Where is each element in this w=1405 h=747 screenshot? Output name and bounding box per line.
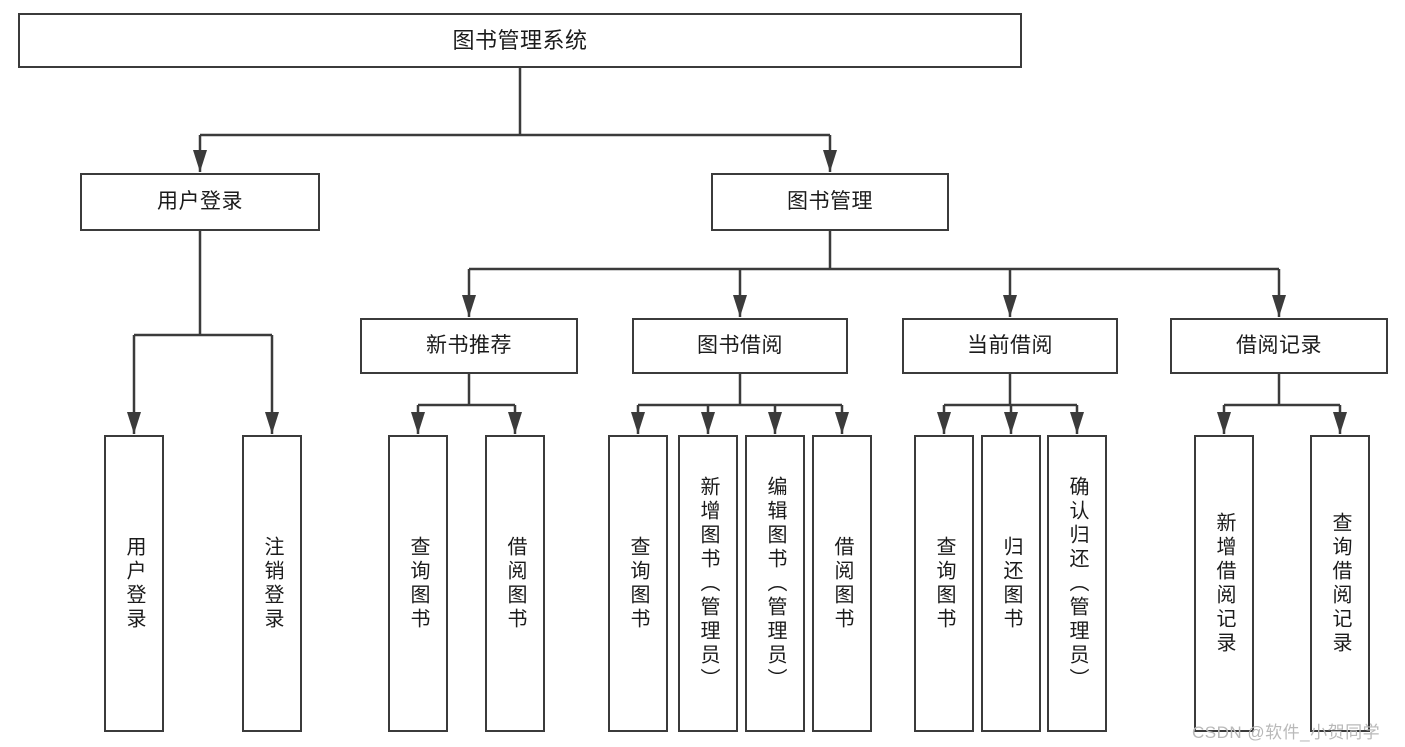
node-leaf-4[interactable]: 借阅图书 bbox=[485, 435, 545, 732]
node-newbook[interactable]: 新书推荐 bbox=[360, 318, 578, 374]
node-leaf-6[interactable]: 新增图书（管理员） bbox=[678, 435, 738, 732]
node-leaf-9[interactable]: 查询图书 bbox=[914, 435, 974, 732]
node-label: 编辑图书（管理员） bbox=[764, 475, 786, 692]
node-bookmgmt[interactable]: 图书管理 bbox=[711, 173, 949, 231]
arrow-head bbox=[768, 412, 782, 434]
arrow-head bbox=[1272, 295, 1286, 317]
node-label: 当前借阅 bbox=[967, 333, 1053, 357]
node-label: 用户登录 bbox=[157, 189, 243, 213]
node-label: 注销登录 bbox=[261, 535, 283, 632]
arrow-head bbox=[1217, 412, 1231, 434]
arrow-head bbox=[127, 412, 141, 434]
node-label: 借阅图书 bbox=[831, 535, 853, 632]
node-borrow[interactable]: 图书借阅 bbox=[632, 318, 848, 374]
node-leaf-8[interactable]: 借阅图书 bbox=[812, 435, 872, 732]
node-label: 借阅图书 bbox=[504, 535, 526, 632]
arrow-head bbox=[823, 150, 837, 172]
arrow-head bbox=[835, 412, 849, 434]
node-label: 新书推荐 bbox=[426, 333, 512, 357]
node-label: 查询图书 bbox=[627, 535, 649, 632]
node-label: 借阅记录 bbox=[1236, 333, 1322, 357]
node-label: 新增借阅记录 bbox=[1213, 511, 1235, 656]
node-label: 确认归还（管理员） bbox=[1066, 475, 1088, 692]
node-records[interactable]: 借阅记录 bbox=[1170, 318, 1388, 374]
node-label: 图书借阅 bbox=[697, 333, 783, 357]
node-label: 图书管理系统 bbox=[452, 27, 588, 53]
arrow-head bbox=[1070, 412, 1084, 434]
arrow-head bbox=[701, 412, 715, 434]
node-label: 归还图书 bbox=[1000, 535, 1022, 632]
arrow-head bbox=[411, 412, 425, 434]
arrow-head bbox=[1004, 412, 1018, 434]
node-leaf-5[interactable]: 查询图书 bbox=[608, 435, 668, 732]
node-leaf-10[interactable]: 归还图书 bbox=[981, 435, 1041, 732]
arrow-head bbox=[1333, 412, 1347, 434]
watermark-text: CSDN @软件_小贺同学 bbox=[1192, 723, 1381, 742]
arrow-head bbox=[193, 150, 207, 172]
node-label: 图书管理 bbox=[787, 189, 873, 213]
node-leaf-1[interactable]: 用户登录 bbox=[104, 435, 164, 732]
node-label: 用户登录 bbox=[123, 535, 145, 632]
node-leaf-2[interactable]: 注销登录 bbox=[242, 435, 302, 732]
node-leaf-12[interactable]: 新增借阅记录 bbox=[1194, 435, 1254, 732]
arrow-head bbox=[508, 412, 522, 434]
node-leaf-3[interactable]: 查询图书 bbox=[388, 435, 448, 732]
arrow-head bbox=[265, 412, 279, 434]
node-label: 查询图书 bbox=[933, 535, 955, 632]
node-label: 查询借阅记录 bbox=[1329, 511, 1351, 656]
arrow-head bbox=[937, 412, 951, 434]
node-root[interactable]: 图书管理系统 bbox=[18, 13, 1022, 68]
node-current[interactable]: 当前借阅 bbox=[902, 318, 1118, 374]
arrow-head bbox=[462, 295, 476, 317]
node-leaf-7[interactable]: 编辑图书（管理员） bbox=[745, 435, 805, 732]
arrow-head bbox=[631, 412, 645, 434]
node-label: 新增图书（管理员） bbox=[697, 475, 719, 692]
node-login[interactable]: 用户登录 bbox=[80, 173, 320, 231]
node-leaf-13[interactable]: 查询借阅记录 bbox=[1310, 435, 1370, 732]
arrow-head bbox=[1003, 295, 1017, 317]
arrow-head bbox=[733, 295, 747, 317]
node-leaf-11[interactable]: 确认归还（管理员） bbox=[1047, 435, 1107, 732]
node-label: 查询图书 bbox=[407, 535, 429, 632]
